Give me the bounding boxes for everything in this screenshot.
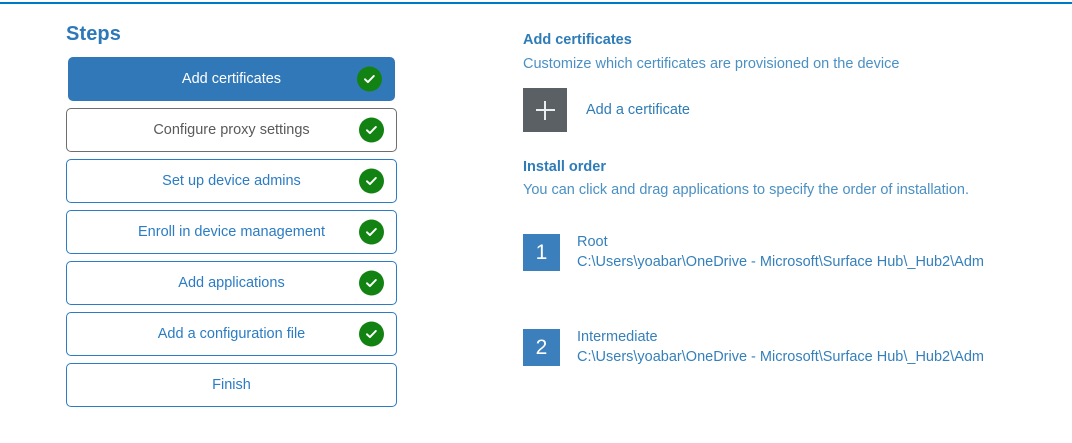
order-item-path: C:\Users\yoabar\OneDrive - Microsoft\Sur…: [577, 254, 984, 270]
install-order-heading: Install order: [523, 159, 606, 175]
sidebar-item-enroll-in-device-management[interactable]: Enroll in device management: [66, 210, 397, 254]
check-circle-icon: [359, 321, 384, 347]
step-label: Add applications: [178, 275, 285, 291]
sidebar-item-finish[interactable]: Finish: [66, 363, 397, 407]
sidebar-item-configure-proxy-settings[interactable]: Configure proxy settings: [66, 108, 397, 152]
install-order-description: You can click and drag applications to s…: [523, 182, 970, 198]
list-item[interactable]: 2 Intermediate C:\Users\yoabar\OneDrive …: [523, 323, 1063, 418]
steps-pane: Steps Add certificates Configure proxy s…: [0, 0, 470, 443]
order-item-name: Root: [577, 234, 608, 250]
check-circle-icon: [359, 219, 384, 245]
order-item-text: Intermediate C:\Users\yoabar\OneDrive - …: [577, 323, 984, 367]
step-label: Set up device admins: [162, 173, 301, 189]
step-label: Add certificates: [181, 71, 282, 87]
top-accent-rule: [0, 2, 1072, 4]
step-label: Add a configuration file: [157, 326, 306, 342]
steps-list: Add certificates Configure proxy setting…: [0, 57, 470, 414]
plus-icon[interactable]: [523, 88, 567, 132]
check-circle-icon: [359, 117, 384, 143]
steps-heading: Steps: [66, 23, 121, 45]
install-order-list: 1 Root C:\Users\yoabar\OneDrive - Micros…: [523, 228, 1063, 418]
step-label: Configure proxy settings: [153, 122, 310, 138]
step-label: Finish: [212, 377, 251, 393]
check-circle-icon: [357, 66, 382, 92]
sidebar-item-add-a-configuration-file[interactable]: Add a configuration file: [66, 312, 397, 356]
check-circle-icon: [359, 168, 384, 194]
order-number-badge: 1: [523, 234, 560, 271]
order-item-name: Intermediate: [577, 329, 658, 345]
detail-pane: Add certificates Customize which certifi…: [470, 0, 1072, 443]
list-item[interactable]: 1 Root C:\Users\yoabar\OneDrive - Micros…: [523, 228, 1063, 323]
step-label: Enroll in device management: [138, 224, 325, 240]
check-circle-icon: [359, 270, 384, 296]
add-a-certificate-button[interactable]: Add a certificate: [523, 88, 690, 132]
sidebar-item-add-certificates[interactable]: Add certificates: [68, 57, 395, 101]
order-item-text: Root C:\Users\yoabar\OneDrive - Microsof…: [577, 228, 984, 272]
order-item-path: C:\Users\yoabar\OneDrive - Microsoft\Sur…: [577, 349, 984, 365]
add-certificates-heading: Add certificates: [523, 32, 632, 48]
order-number-badge: 2: [523, 329, 560, 366]
sidebar-item-set-up-device-admins[interactable]: Set up device admins: [66, 159, 397, 203]
add-a-certificate-label: Add a certificate: [586, 102, 690, 118]
add-certificates-description: Customize which certificates are provisi…: [523, 56, 900, 72]
sidebar-item-add-applications[interactable]: Add applications: [66, 261, 397, 305]
